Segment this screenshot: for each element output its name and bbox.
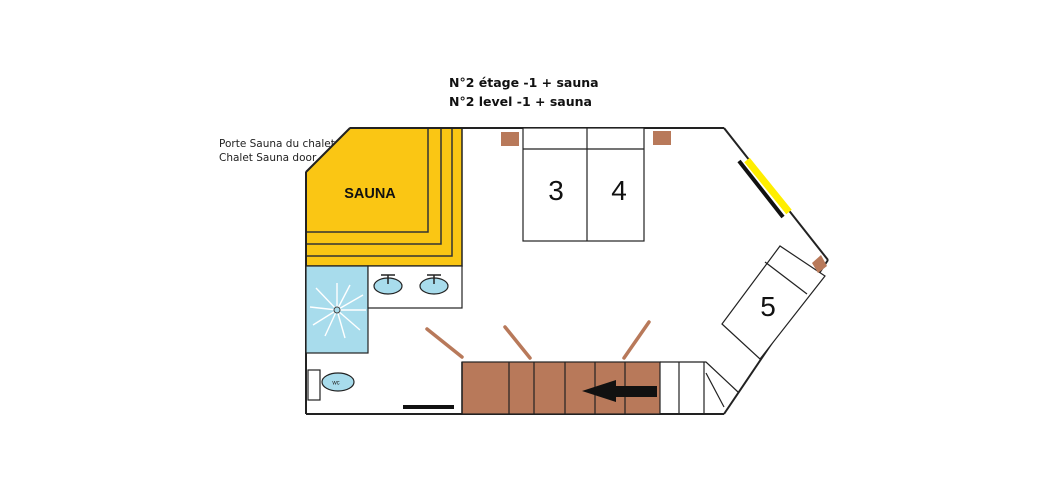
sink-icon <box>419 274 449 295</box>
title-line-en: N°2 level -1 + sauna <box>449 94 592 109</box>
wc-label: wc <box>331 381 339 387</box>
sink-counter <box>367 265 463 309</box>
doors <box>425 320 651 360</box>
shower-drain-icon <box>309 283 366 339</box>
sauna-label: SAUNA <box>344 186 396 202</box>
shower <box>305 265 369 354</box>
title-line-fr: N°2 étage -1 + sauna <box>449 75 599 90</box>
door-label-fr: Porte Sauna du chalet <box>219 138 335 150</box>
bed-3-number: 3 <box>548 175 564 206</box>
bed-5-number: 5 <box>760 291 776 322</box>
sauna-room: SAUNA <box>305 127 463 267</box>
sauna-door-label: Porte Sauna du chalet Chalet Sauna door <box>219 137 335 165</box>
window <box>737 157 792 219</box>
toilet-icon: wc <box>307 369 355 401</box>
sink-icon <box>373 274 403 295</box>
plan-title: N°2 étage -1 + sauna N°2 level -1 + saun… <box>449 73 599 111</box>
staircase <box>461 361 739 415</box>
arrow-left-icon <box>582 380 657 402</box>
nightstand <box>812 255 827 273</box>
single-bed: 5 <box>721 245 826 360</box>
double-bed: 3 4 <box>522 127 645 242</box>
bed-4-number: 4 <box>611 175 627 206</box>
nightstand <box>501 132 519 146</box>
nightstand <box>653 131 671 145</box>
door-label-en: Chalet Sauna door <box>219 152 317 164</box>
